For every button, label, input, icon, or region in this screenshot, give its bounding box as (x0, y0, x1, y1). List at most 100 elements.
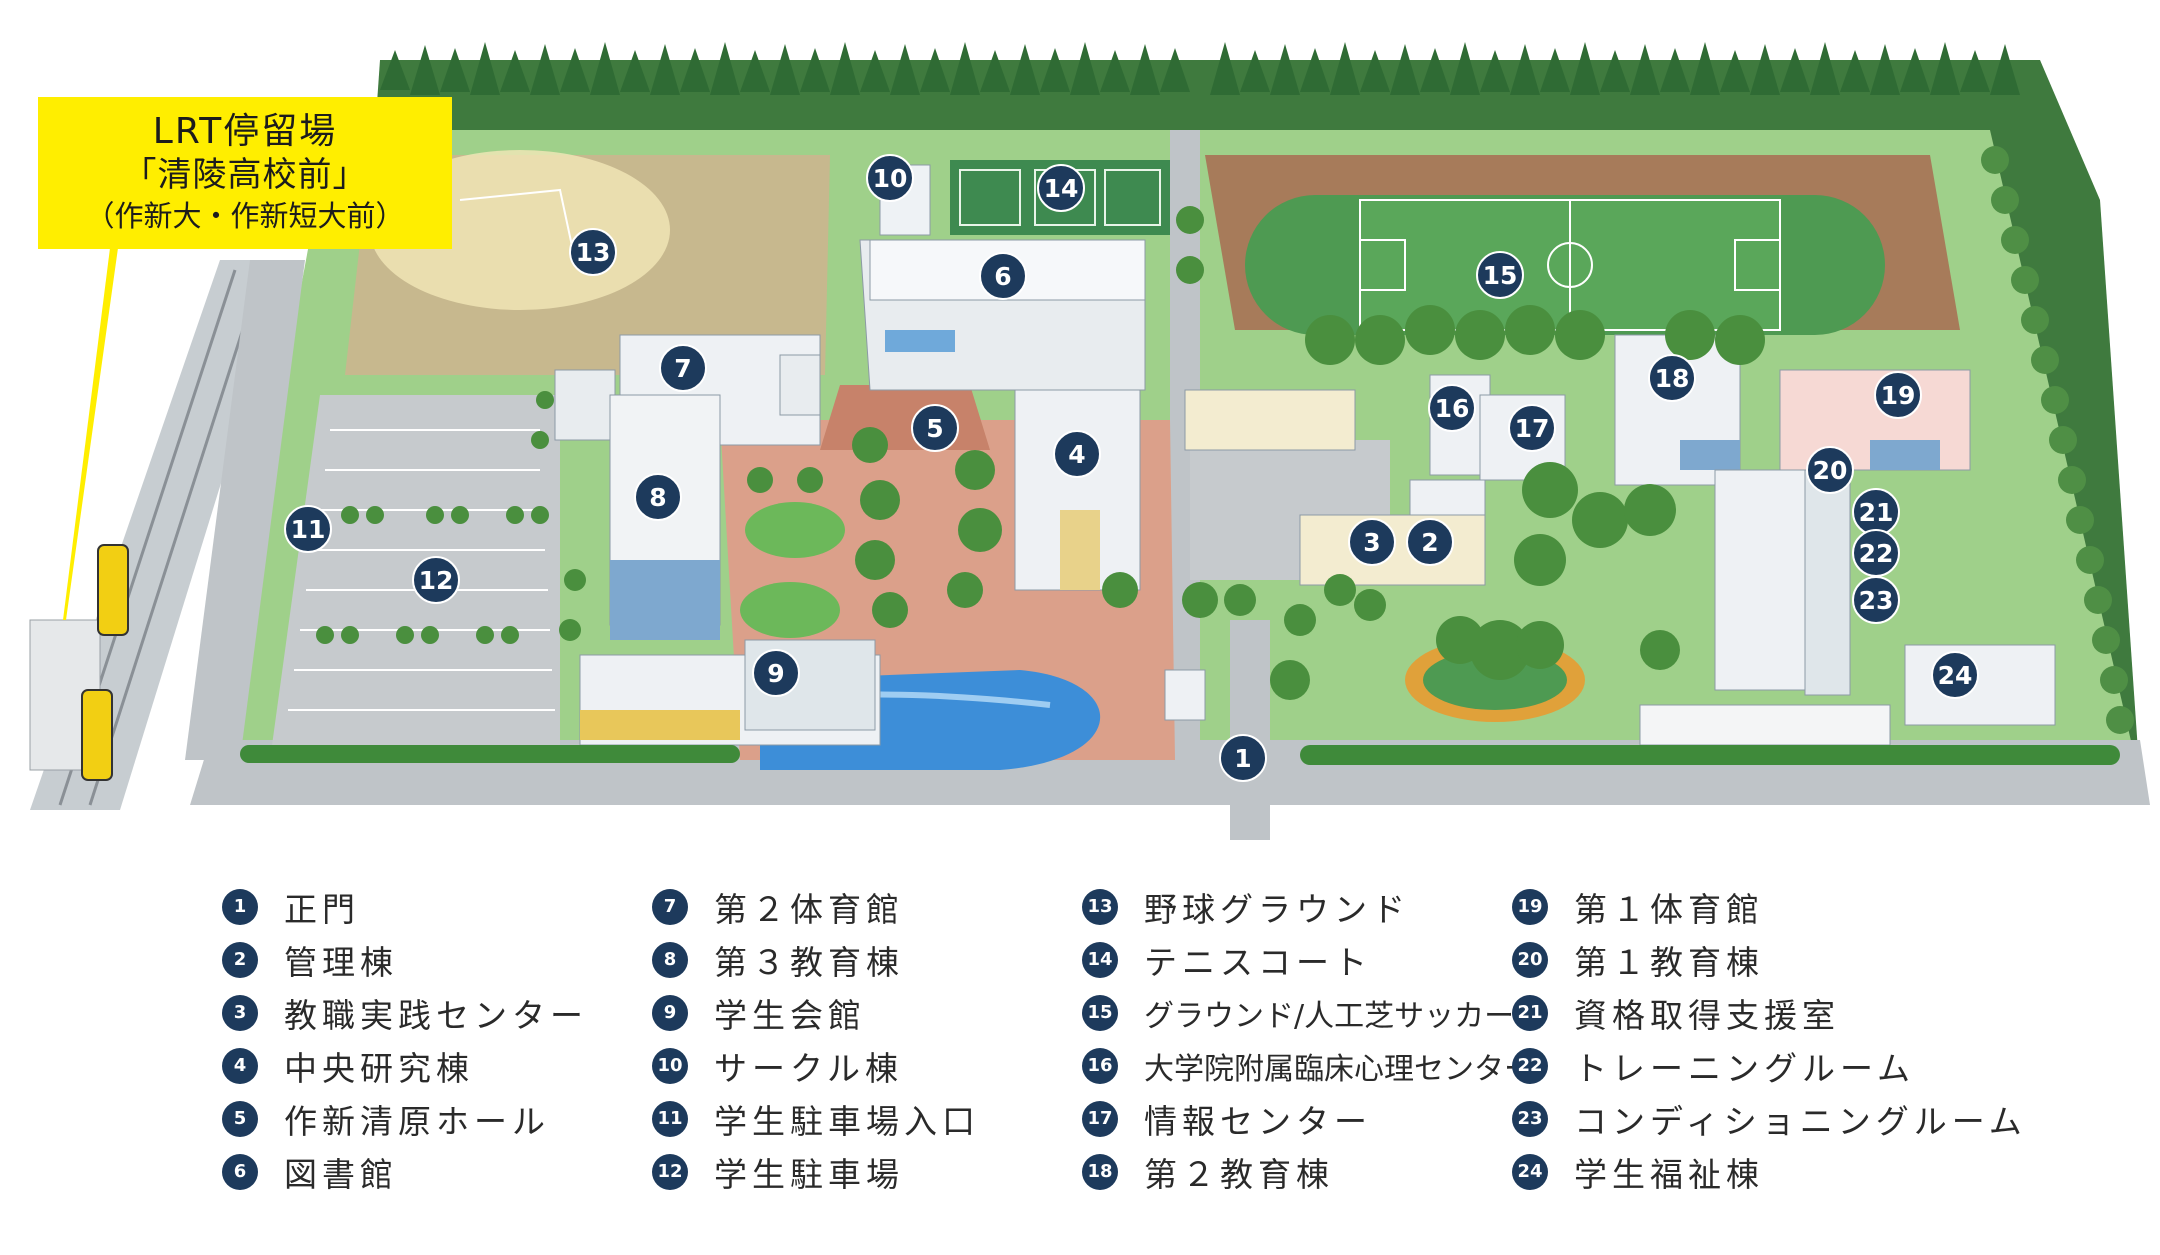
legend-number: 22 (1512, 1047, 1548, 1084)
legend-item[interactable]: 19 第１体育館 (1512, 880, 2027, 933)
road-left (185, 260, 305, 760)
lrt-tram (97, 544, 129, 636)
legend-column-3: 13 野球グラウンド 14 テニスコート 15 グラウンド/人工芝サッカー場 16 大学… (1082, 880, 1544, 1198)
legend-item[interactable]: 5 作新清原ホール (222, 1092, 588, 1145)
legend-item[interactable]: 13 野球グラウンド (1082, 880, 1544, 933)
legend-number: 14 (1082, 941, 1118, 978)
legend-item[interactable]: 22 トレーニングルーム (1512, 1039, 2027, 1092)
legend-label: トレーニングルーム (1574, 1048, 1916, 1088)
map-marker-16[interactable]: 16 (1428, 384, 1476, 432)
legend-number: 2 (222, 941, 258, 978)
legend-number: 21 (1512, 994, 1548, 1031)
legend-item[interactable]: 15 グラウンド/人工芝サッカー場 (1082, 986, 1544, 1039)
legend-label: 第１教育棟 (1574, 942, 1764, 982)
legend-item[interactable]: 4 中央研究棟 (222, 1039, 588, 1092)
legend-number: 15 (1082, 994, 1118, 1031)
legend-label: 第３教育棟 (714, 942, 904, 982)
map-marker-8[interactable]: 8 (634, 473, 682, 521)
legend-label: 大学院附属臨床心理センター (1144, 1051, 1534, 1087)
legend-number: 6 (222, 1153, 258, 1190)
legend-item[interactable]: 6 図書館 (222, 1145, 588, 1198)
map-marker-4[interactable]: 4 (1053, 430, 1101, 478)
legend-number: 13 (1082, 888, 1118, 925)
legend-item[interactable]: 2 管理棟 (222, 933, 588, 986)
legend-item[interactable]: 12 学生駐車場 (652, 1145, 980, 1198)
legend-label: 図書館 (284, 1154, 398, 1194)
hedge (1300, 745, 2120, 765)
campus-map (29, 42, 2150, 840)
map-marker-5[interactable]: 5 (911, 404, 959, 452)
tree-row-right (1981, 146, 2134, 734)
legend-item[interactable]: 14 テニスコート (1082, 933, 1544, 986)
legend-label: 管理棟 (284, 942, 398, 982)
legend-item[interactable]: 3 教職実践センター (222, 986, 588, 1039)
legend-label: 正門 (284, 889, 360, 929)
legend-number: 10 (652, 1047, 688, 1084)
map-marker-22[interactable]: 22 (1852, 529, 1900, 577)
legend-number: 5 (222, 1100, 258, 1137)
legend-label: コンディショニングルーム (1574, 1101, 2027, 1141)
map-marker-1[interactable]: 1 (1219, 734, 1267, 782)
legend-item[interactable]: 8 第３教育棟 (652, 933, 980, 986)
legend-label: テニスコート (1144, 942, 1372, 982)
legend-label: 第２教育棟 (1144, 1154, 1334, 1194)
legend-number: 11 (652, 1100, 688, 1137)
legend-label: 中央研究棟 (284, 1048, 474, 1088)
map-marker-2[interactable]: 2 (1406, 518, 1454, 566)
map-marker-9[interactable]: 9 (752, 649, 800, 697)
legend-number: 19 (1512, 888, 1548, 925)
lrt-tram (81, 689, 113, 781)
map-marker-3[interactable]: 3 (1348, 518, 1396, 566)
legend-label: 学生駐車場 (714, 1154, 904, 1194)
legend-item[interactable]: 21 資格取得支援室 (1512, 986, 2027, 1039)
legend-number: 17 (1082, 1100, 1118, 1137)
legend-number: 7 (652, 888, 688, 925)
map-marker-6[interactable]: 6 (979, 252, 1027, 300)
legend-number: 8 (652, 941, 688, 978)
map-marker-18[interactable]: 18 (1648, 354, 1696, 402)
legend-label: 第２体育館 (714, 889, 904, 929)
map-marker-20[interactable]: 20 (1806, 446, 1854, 494)
legend-label: 教職実践センター (284, 995, 588, 1035)
map-marker-15[interactable]: 15 (1476, 251, 1524, 299)
legend-number: 4 (222, 1047, 258, 1084)
map-marker-11[interactable]: 11 (284, 505, 332, 553)
legend-label: 野球グラウンド (1144, 889, 1410, 929)
callout-pointer (63, 248, 118, 620)
map-marker-7[interactable]: 7 (659, 344, 707, 392)
legend-number: 24 (1512, 1153, 1548, 1190)
legend-number: 12 (652, 1153, 688, 1190)
legend-label: 作新清原ホール (284, 1101, 550, 1141)
legend-label: グラウンド/人工芝サッカー場 (1144, 998, 1545, 1034)
legend-number: 3 (222, 994, 258, 1031)
map-marker-13[interactable]: 13 (569, 228, 617, 276)
legend-number: 1 (222, 888, 258, 925)
map-marker-10[interactable]: 10 (866, 154, 914, 202)
map-marker-23[interactable]: 23 (1852, 576, 1900, 624)
map-marker-21[interactable]: 21 (1852, 488, 1900, 536)
legend-item[interactable]: 16 大学院附属臨床心理センター (1082, 1039, 1544, 1092)
trees (316, 206, 1765, 700)
map-marker-19[interactable]: 19 (1874, 371, 1922, 419)
legend-column-1: 1 正門 2 管理棟 3 教職実践センター 4 中央研究棟 5 作新清原ホール 6 図書館 (222, 880, 588, 1198)
legend-item[interactable]: 1 正門 (222, 880, 588, 933)
map-marker-12[interactable]: 12 (412, 556, 460, 604)
legend-label: 第１体育館 (1574, 889, 1764, 929)
legend-item[interactable]: 7 第２体育館 (652, 880, 980, 933)
legend-label: 資格取得支援室 (1574, 995, 1840, 1035)
legend-number: 16 (1082, 1047, 1118, 1084)
map-marker-24[interactable]: 24 (1931, 651, 1979, 699)
map-marker-14[interactable]: 14 (1037, 164, 1085, 212)
map-marker-17[interactable]: 17 (1508, 404, 1556, 452)
